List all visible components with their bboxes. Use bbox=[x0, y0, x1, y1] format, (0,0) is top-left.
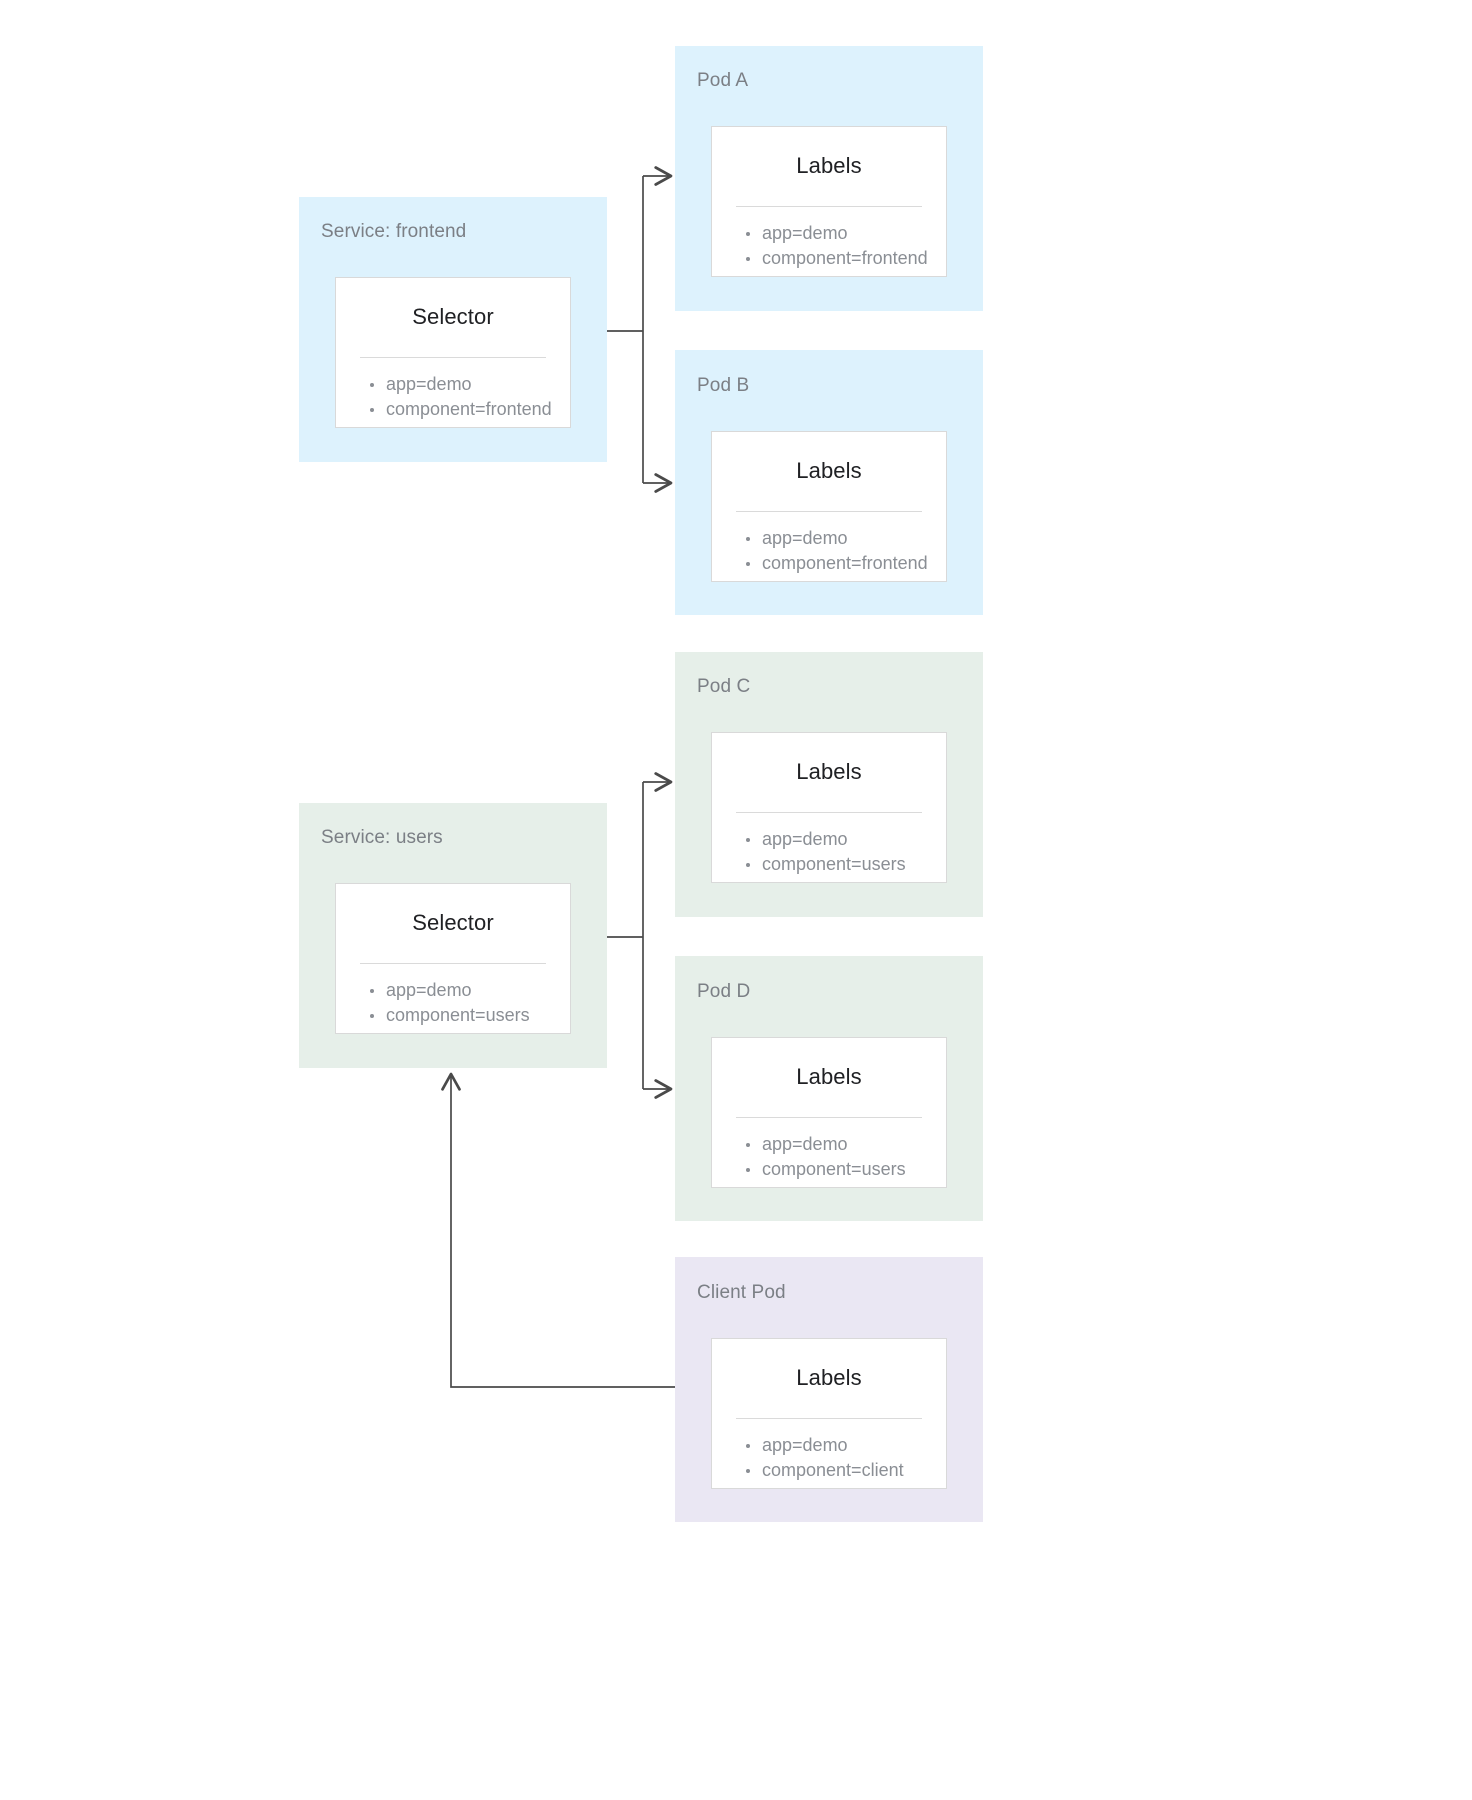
list-item: app=demo bbox=[712, 1132, 946, 1157]
users-selector-label-list: app=demo component=users bbox=[336, 964, 570, 1028]
card-divider bbox=[360, 357, 546, 358]
list-item: app=demo bbox=[712, 526, 946, 551]
list-item: app=demo bbox=[336, 978, 570, 1003]
list-item: component=users bbox=[712, 1157, 946, 1182]
selector-card-title: Selector bbox=[412, 910, 494, 935]
client-pod-labels-card[interactable]: Labels app=demo component=client bbox=[711, 1338, 947, 1489]
list-item: component=frontend bbox=[712, 551, 946, 576]
connector-frontend-to-pods bbox=[607, 166, 673, 493]
list-item: component=frontend bbox=[336, 397, 570, 422]
pod-d-label-list: app=demo component=users bbox=[712, 1118, 946, 1182]
labels-card-title: Labels bbox=[796, 458, 862, 483]
labels-card-title: Labels bbox=[796, 1365, 862, 1390]
client-pod-title: Client Pod bbox=[697, 1282, 786, 1303]
pod-a-labels-card[interactable]: Labels app=demo component=frontend bbox=[711, 126, 947, 277]
selector-label-list: app=demo component=frontend bbox=[336, 358, 570, 422]
pod-c-labels-card[interactable]: Labels app=demo component=users bbox=[711, 732, 947, 883]
service-users-selector-card[interactable]: Selector app=demo component=users bbox=[335, 883, 571, 1034]
pod-a-title: Pod A bbox=[697, 70, 749, 91]
pod-c-group[interactable]: Pod C Labels app=demo component=users bbox=[675, 652, 983, 917]
selector-card-title: Selector bbox=[412, 304, 494, 329]
pod-d-group[interactable]: Pod D Labels app=demo component=users bbox=[675, 956, 983, 1221]
connector-users-to-pods bbox=[607, 772, 673, 1099]
list-item: app=demo bbox=[336, 372, 570, 397]
pod-a-label-list: app=demo component=frontend bbox=[712, 207, 946, 271]
service-frontend-group[interactable]: Service: frontend Selector app=demo comp… bbox=[299, 197, 607, 462]
list-item: component=users bbox=[712, 852, 946, 877]
pod-a-group[interactable]: Pod A Labels app=demo component=frontend bbox=[675, 46, 983, 311]
labels-card-title: Labels bbox=[796, 759, 862, 784]
pod-b-group[interactable]: Pod B Labels app=demo component=frontend bbox=[675, 350, 983, 615]
client-pod-group[interactable]: Client Pod Labels app=demo component=cli… bbox=[675, 1257, 983, 1522]
list-item: app=demo bbox=[712, 221, 946, 246]
pod-c-title: Pod C bbox=[697, 676, 751, 697]
service-users-group[interactable]: Service: users Selector app=demo compone… bbox=[299, 803, 607, 1068]
connector-client-to-users bbox=[441, 1072, 675, 1388]
pod-b-label-list: app=demo component=frontend bbox=[712, 512, 946, 576]
list-item: component=client bbox=[712, 1458, 946, 1483]
card-divider bbox=[736, 511, 922, 512]
card-divider bbox=[360, 963, 546, 964]
list-item: component=users bbox=[336, 1003, 570, 1028]
pod-d-labels-card[interactable]: Labels app=demo component=users bbox=[711, 1037, 947, 1188]
list-item: component=frontend bbox=[712, 246, 946, 271]
service-users-title: Service: users bbox=[321, 827, 443, 848]
service-frontend-selector-card[interactable]: Selector app=demo component=frontend bbox=[335, 277, 571, 428]
list-item: app=demo bbox=[712, 1433, 946, 1458]
pod-b-labels-card[interactable]: Labels app=demo component=frontend bbox=[711, 431, 947, 582]
service-frontend-title: Service: frontend bbox=[321, 221, 467, 242]
pod-c-label-list: app=demo component=users bbox=[712, 813, 946, 877]
card-divider bbox=[736, 1117, 922, 1118]
card-divider bbox=[736, 812, 922, 813]
client-pod-label-list: app=demo component=client bbox=[712, 1419, 946, 1483]
pod-b-title: Pod B bbox=[697, 375, 750, 396]
card-divider bbox=[736, 206, 922, 207]
labels-card-title: Labels bbox=[796, 1064, 862, 1089]
pod-d-title: Pod D bbox=[697, 981, 751, 1002]
labels-card-title: Labels bbox=[796, 153, 862, 178]
list-item: app=demo bbox=[712, 827, 946, 852]
card-divider bbox=[736, 1418, 922, 1419]
